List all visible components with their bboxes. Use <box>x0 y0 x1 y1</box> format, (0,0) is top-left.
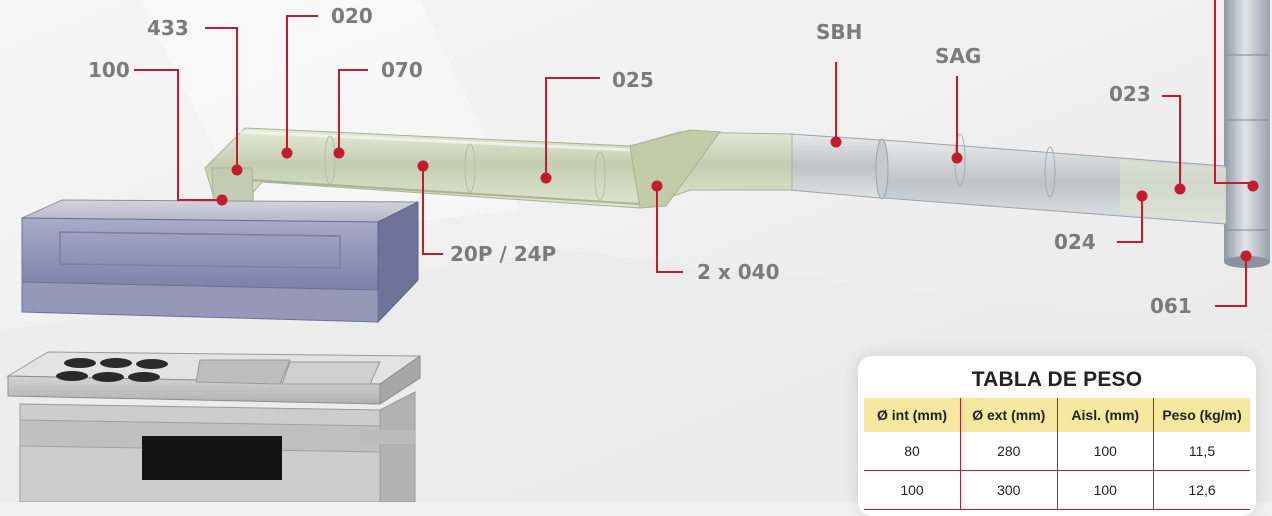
callout-024: 024 <box>1054 230 1096 254</box>
header-weight: Peso (kg/m) <box>1153 398 1250 432</box>
table-cell: 100 <box>864 470 961 510</box>
marker-dot-sag <box>951 152 963 164</box>
table-cell: 100 <box>1056 432 1154 471</box>
callout-061: 061 <box>1150 294 1192 318</box>
callout-sbh: SBH <box>816 20 863 44</box>
callout-020: 020 <box>331 4 373 28</box>
cooking-range <box>6 351 422 502</box>
callout-433: 433 <box>147 16 189 40</box>
header-outer-diameter: Ø ext (mm) <box>960 398 1057 432</box>
callout-070: 070 <box>381 58 423 82</box>
table-cell: 100 <box>1056 470 1154 510</box>
header-insulation: Aisl. (mm) <box>1056 398 1154 432</box>
table-row: 100 300 100 12,6 <box>864 470 1250 510</box>
marker-dot-023 <box>1174 183 1186 195</box>
callout-023: 023 <box>1109 82 1151 106</box>
marker-dot-025 <box>540 172 552 184</box>
marker-dot-chimney <box>1247 180 1259 192</box>
table-cell: 280 <box>960 432 1057 471</box>
marker-dots <box>216 136 1259 262</box>
weight-table-panel: TABLA DE PESO Ø int (mm) Ø ext (mm) Aisl… <box>858 356 1256 516</box>
marker-dot-020 <box>281 147 293 159</box>
table-row: 80 280 100 11,5 <box>864 432 1250 471</box>
table-cell: 12,6 <box>1153 470 1250 510</box>
marker-dot-433 <box>231 164 243 176</box>
leader-lines <box>134 0 1253 307</box>
marker-dot-20p-24p <box>417 160 429 172</box>
callout-sag: SAG <box>935 44 982 68</box>
marker-dot-100 <box>216 194 228 206</box>
marker-dot-070 <box>333 147 345 159</box>
weight-table: Ø int (mm) Ø ext (mm) Aisl. (mm) Peso (k… <box>864 398 1250 510</box>
header-inner-diameter: Ø int (mm) <box>864 398 961 432</box>
weight-table-title: TABLA DE PESO <box>971 368 1143 391</box>
insulated-duct-sections <box>789 133 1227 225</box>
marker-dot-061 <box>1240 250 1252 262</box>
marker-dot-sbh <box>830 136 842 148</box>
weight-table-header-row: Ø int (mm) Ø ext (mm) Aisl. (mm) Peso (k… <box>864 398 1250 432</box>
table-cell: 11,5 <box>1153 432 1250 471</box>
callout-025: 025 <box>612 68 654 92</box>
marker-dot-2x040 <box>651 180 663 192</box>
callout-100: 100 <box>88 58 130 82</box>
marker-dot-024 <box>1136 190 1148 202</box>
kitchen-hood <box>21 199 419 324</box>
callout-20p-24p: 20P / 24P <box>450 242 557 266</box>
chimney <box>1224 0 1270 268</box>
table-cell: 80 <box>864 432 961 471</box>
table-cell: 300 <box>960 470 1057 510</box>
callout-2x040: 2 x 040 <box>697 260 780 284</box>
